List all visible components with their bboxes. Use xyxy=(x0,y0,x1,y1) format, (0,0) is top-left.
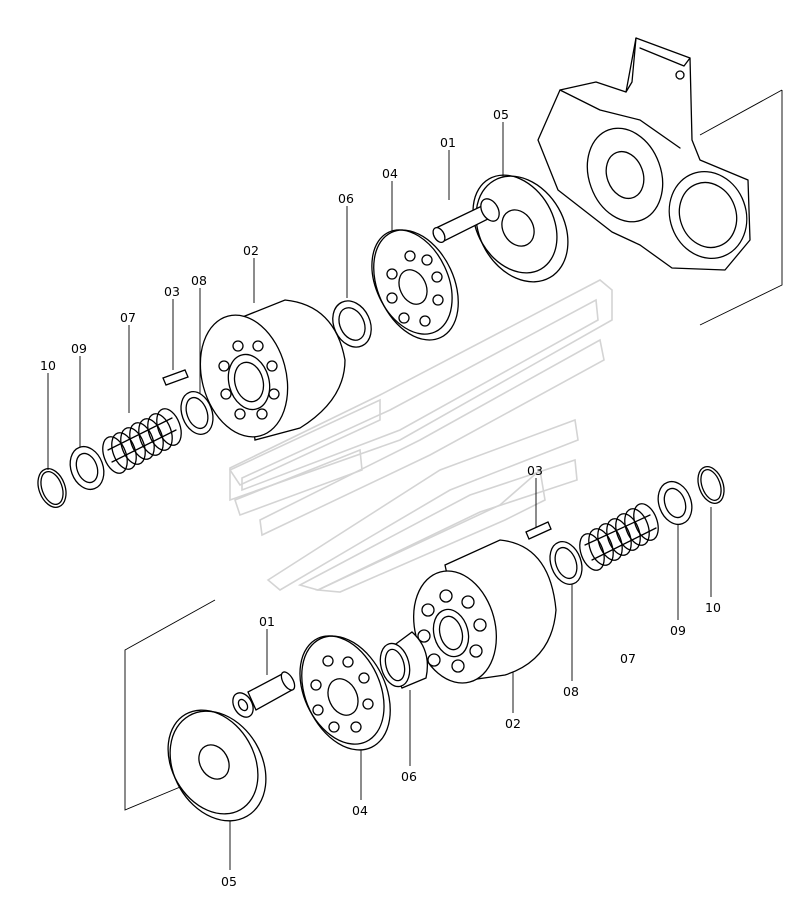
part-06-bushing-bottom xyxy=(379,631,429,689)
callout-09-top: 09 xyxy=(71,341,87,356)
callout-10-top: 10 xyxy=(40,358,56,373)
part-04-valve-plate-bottom xyxy=(299,635,391,751)
callout-01-bottom: 01 xyxy=(259,614,275,629)
callout-05-bottom: 05 xyxy=(221,874,237,889)
part-10-snap-ring-top xyxy=(37,468,67,508)
part-03-pin-top xyxy=(162,369,189,386)
part-01-shaft-bottom xyxy=(232,671,296,718)
part-02-cylinder-block-bottom xyxy=(412,539,557,684)
part-07-spring-top xyxy=(102,408,182,474)
part-02-cylinder-block-top xyxy=(199,299,346,441)
part-05-swash-plate-bottom xyxy=(167,709,267,822)
part-09-washer-top xyxy=(69,445,105,491)
part-09-washer-bottom xyxy=(657,480,693,526)
pump-housing xyxy=(537,37,751,271)
part-08-washer-top xyxy=(180,391,214,435)
watermark-logo xyxy=(228,279,613,593)
part-03-pin-bottom xyxy=(525,521,552,540)
callout-02-bottom: 02 xyxy=(505,716,521,731)
callout-02-top: 02 xyxy=(243,243,259,258)
callout-06-top: 06 xyxy=(338,191,354,206)
callout-10-bottom: 10 xyxy=(705,600,721,615)
part-01-shaft-top xyxy=(432,198,500,244)
part-06-bushing-top xyxy=(332,300,372,348)
part-10-snap-ring-bottom xyxy=(697,466,725,504)
part-05-swash-plate-top xyxy=(472,174,569,283)
callout-07-top: 07 xyxy=(120,310,136,325)
callout-08-bottom: 08 xyxy=(563,684,579,699)
callout-03-top: 03 xyxy=(164,284,180,299)
part-07-spring-bottom xyxy=(579,503,659,571)
callout-04-bottom: 04 xyxy=(352,803,368,818)
part-08-washer-bottom xyxy=(549,541,583,585)
callout-01-top: 01 xyxy=(440,135,456,150)
callout-04-top: 04 xyxy=(382,166,398,181)
callout-09-bottom: 09 xyxy=(670,623,686,638)
callout-06-bottom: 06 xyxy=(401,769,417,784)
callout-05-top: 05 xyxy=(493,107,509,122)
callout-labels: 01 05 04 06 02 08 03 07 09 10 03 10 09 0… xyxy=(40,107,721,889)
callout-07-bottom: 07 xyxy=(620,651,636,666)
callout-03-bottom: 03 xyxy=(527,463,543,478)
leader-lines xyxy=(47,89,783,870)
callout-08-top: 08 xyxy=(191,273,207,288)
part-04-valve-plate-top xyxy=(371,229,459,341)
